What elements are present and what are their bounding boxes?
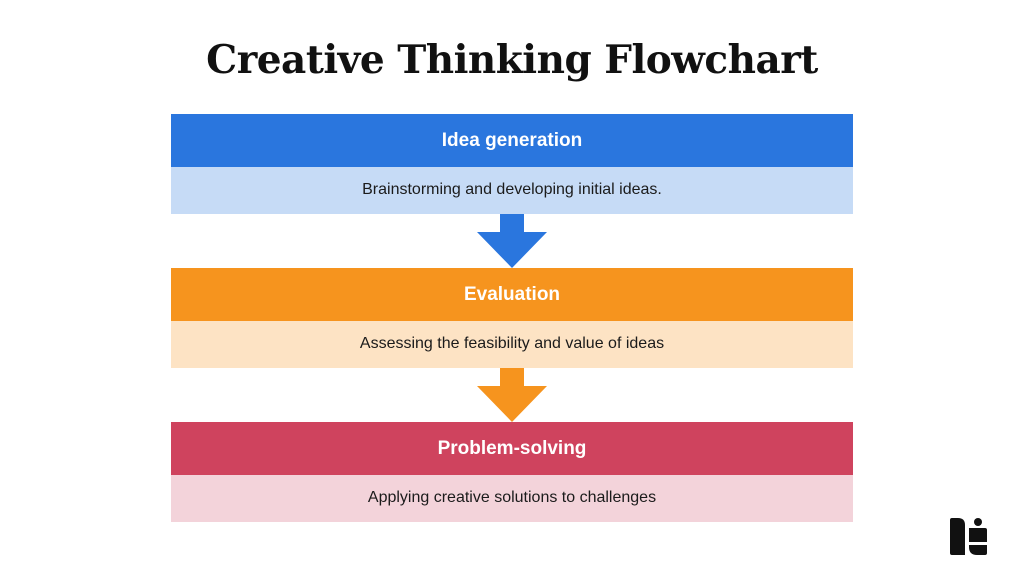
stage-idea-generation: Idea generation Brainstorming and develo…	[171, 114, 853, 214]
stage-heading: Idea generation	[171, 114, 853, 167]
arrow-shape	[477, 214, 547, 268]
stage-evaluation: Evaluation Assessing the feasibility and…	[171, 268, 853, 368]
stage-description: Applying creative solutions to challenge…	[171, 475, 853, 522]
down-arrow-icon	[477, 368, 547, 422]
stage-description: Assessing the feasibility and value of i…	[171, 321, 853, 368]
down-arrow-icon	[477, 214, 547, 268]
arrow-shape	[477, 368, 547, 422]
stage-heading: Evaluation	[171, 268, 853, 321]
page-title: Creative Thinking Flowchart	[206, 37, 818, 83]
stage-description: Brainstorming and developing initial ide…	[171, 167, 853, 214]
stage-problem-solving: Problem-solving Applying creative soluti…	[171, 422, 853, 522]
stage-heading: Problem-solving	[171, 422, 853, 475]
brand-logo-icon	[950, 518, 987, 555]
